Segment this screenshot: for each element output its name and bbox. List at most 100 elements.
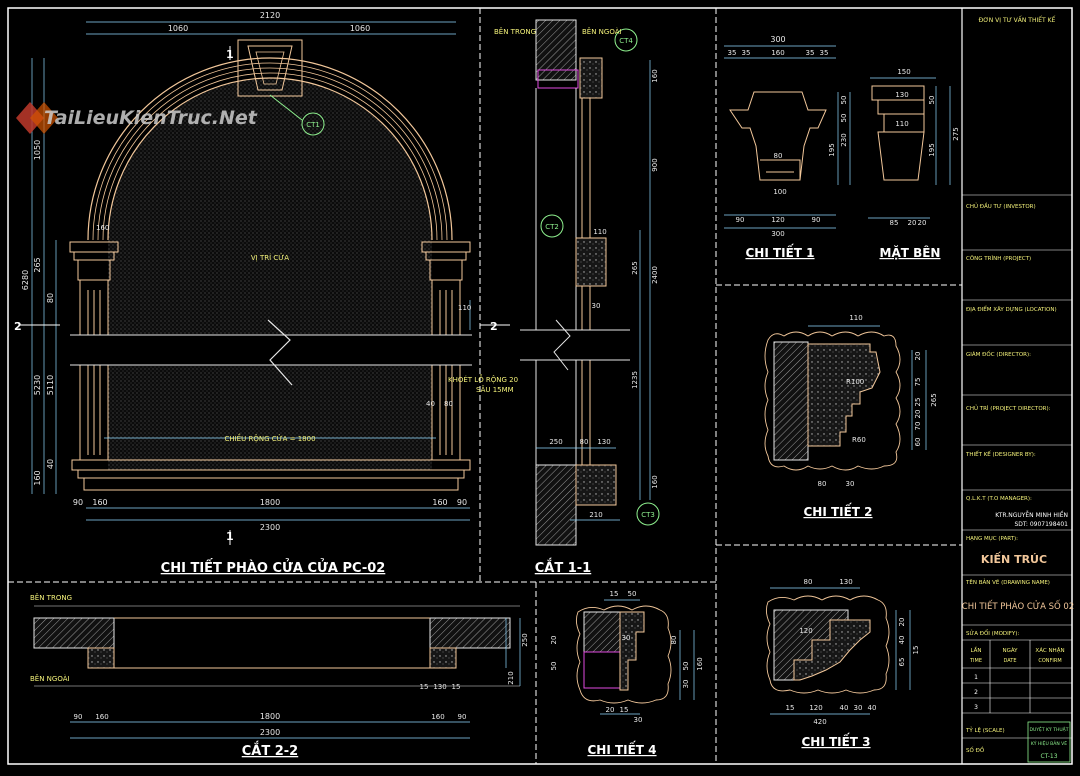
detail4-dim-bottom-2: 30 <box>634 716 643 724</box>
detail1-dim-top-4: 35 <box>820 49 829 57</box>
detail4-dim-right-1: 50 <box>682 662 690 671</box>
tb-company: ĐƠN VỊ TƯ VẤN THIẾT KẾ <box>979 16 1056 24</box>
detail3-dim-420: 420 <box>813 718 826 726</box>
section22-dim-210: 210 <box>507 671 515 684</box>
side-dim-right-1: 50 <box>928 96 936 105</box>
detail1-dim-100: 100 <box>773 188 786 196</box>
section11-dim-30: 30 <box>592 302 601 310</box>
section11-dim-250: 250 <box>549 438 562 446</box>
main-dim-top-total: 2120 <box>260 11 280 20</box>
section22-ben-ngoai: BÊN NGOÀI <box>30 674 70 683</box>
detail1-dim-bottom-2: 90 <box>812 216 821 224</box>
main-dim-left-c: 80 <box>46 293 55 303</box>
section-2-2 <box>33 605 521 739</box>
tb-sua-doi: SỬA ĐỔI (MODIFY): <box>966 629 1019 637</box>
detail4-dim-bottom-1: 15 <box>620 706 629 714</box>
main-dim-left-total: 6280 <box>21 270 30 290</box>
detail3-dim-120: 120 <box>799 627 812 635</box>
tb-row-1: CÔNG TRÌNH (PROJECT) <box>966 255 1031 262</box>
side-dim-right-3: 275 <box>952 127 960 140</box>
section22-title: CẮT 2-2 <box>242 742 298 759</box>
tb-th-0: LẦN <box>971 646 982 654</box>
detail4-dim-right-3: 160 <box>696 657 704 670</box>
detail1-dim-right-0: 50 <box>840 96 848 105</box>
tb-ts-2: CONFIRM <box>1038 658 1061 664</box>
main-dim-left-b: 5110 <box>46 375 55 395</box>
section22-dim-side-3: 90 <box>458 713 467 721</box>
section22-dim-2300: 2300 <box>260 728 280 737</box>
section22-dim-side-1: 160 <box>95 713 108 721</box>
main-dim-bottom-side2-r: 160 <box>432 498 447 507</box>
main-section-tag-left: 2 <box>14 320 22 333</box>
detail-1-drawing <box>724 45 851 229</box>
main-dim-40: 40 <box>426 400 435 408</box>
detail3-dim-right-1: 40 <box>898 636 906 645</box>
section11-dim-160b: 160 <box>651 475 659 488</box>
detail3-dim-right-0: 20 <box>898 618 906 627</box>
detail1-title: CHI TIẾT 1 <box>745 244 814 260</box>
main-elevation <box>20 21 510 545</box>
tb-so-do: SỐ ĐỒ <box>966 745 985 754</box>
main-dim-bottom-total: 2300 <box>260 523 280 532</box>
tb-row-6: Q.L.K.T (T.O MANAGER): <box>966 496 1032 502</box>
tb-ts-1: DATE <box>1003 658 1016 664</box>
tb-ty-le: TỶ LỆ (SCALE) <box>965 726 1005 734</box>
detail3-dim-bottom-1: 120 <box>809 704 822 712</box>
main-title: CHI TIẾT PHÀO CỬA CỬA PC-02 <box>161 559 386 576</box>
tb-ktr: KTR.NGUYỄN MINH HIỀN <box>995 511 1068 519</box>
detail4-dim-top-1: 50 <box>628 590 637 598</box>
detail2-dim-right-6: 265 <box>930 393 938 406</box>
detail1-dim-right-3: 230 <box>840 133 848 146</box>
detail1-dim-top-3: 35 <box>806 49 815 57</box>
detail2-dim-right-0: 20 <box>914 352 922 361</box>
detail1-dim-right-1: 50 <box>840 114 848 123</box>
tb-row-3: GIÁM ĐỐC (DIRECTOR): <box>966 350 1031 358</box>
detail2-r100: R100 <box>846 378 864 386</box>
detail2-dim-bottom-0: 80 <box>818 480 827 488</box>
detail1-dim-top-1: 35 <box>742 49 751 57</box>
detail1-dim-top-2: 160 <box>771 49 784 57</box>
callout-ct3: CT3 <box>641 511 655 519</box>
main-dim-left-d: 40 <box>46 459 55 469</box>
side-view-drawing <box>868 77 951 219</box>
main-dim-bottom-mid: 1800 <box>260 498 280 507</box>
main-label-groove: KHOÉT LỖ RỘNG 20 <box>448 374 518 384</box>
tb-hang-muc: HẠNG MỤC (PART): <box>966 536 1018 542</box>
detail-2-drawing <box>764 325 927 471</box>
main-dim-bottom-side-l: 90 <box>73 498 83 507</box>
detail4-dim-bottom-0: 20 <box>606 706 615 714</box>
section11-title: CẮT 1-1 <box>535 559 591 576</box>
main-label-groove2: SÂU 15MM <box>476 385 514 394</box>
side-dim-bottom-0: 85 <box>890 219 899 227</box>
tb-drawing-name: CHI TIẾT PHÀO CỬA SỐ 02 <box>962 599 1074 612</box>
callout-ct2: CT2 <box>545 223 559 231</box>
tb-kien-truc: KIẾN TRÚC <box>981 551 1047 566</box>
section22-dim-1800: 1800 <box>260 712 280 721</box>
tb-tr-1: 2 <box>974 689 978 696</box>
detail3-dim-bottom-4: 40 <box>868 704 877 712</box>
tb-row-5: THIẾT KẾ (DESIGNER BY): <box>965 450 1036 458</box>
main-dim-left-top: 1050 <box>33 140 42 160</box>
callout-ct1: CT1 <box>306 121 320 129</box>
tb-tr-2: 3 <box>974 704 978 711</box>
detail4-dim-30: 30 <box>622 634 631 642</box>
section22-dim-small-1: 130 <box>433 683 446 691</box>
tb-tr-0: 1 <box>974 674 978 681</box>
detail2-dim-right-3: 20 <box>914 410 922 419</box>
section22-dim-small-2: 15 <box>452 683 461 691</box>
detail4-dim-left-0: 20 <box>550 636 558 645</box>
main-dim-bottom-side2-l: 160 <box>92 498 107 507</box>
detail-3-drawing <box>765 587 911 715</box>
side-dim-150: 150 <box>897 68 910 76</box>
section22-dim-250: 250 <box>521 633 529 646</box>
section22-dim-side-0: 90 <box>74 713 83 721</box>
watermark-logo: TaiLieuKienTruc.Net <box>16 102 258 134</box>
tb-stamp2: KÝ HIỆU BẢN VẼ <box>1031 739 1067 747</box>
detail3-dim-80: 80 <box>804 578 813 586</box>
tb-ts-0: TIME <box>969 658 982 664</box>
side-dim-right-2: 195 <box>928 143 936 156</box>
detail4-dim-right-0: 80 <box>670 636 678 645</box>
section11-dim-210: 210 <box>589 511 602 519</box>
section11-dim-160: 160 <box>651 69 659 82</box>
